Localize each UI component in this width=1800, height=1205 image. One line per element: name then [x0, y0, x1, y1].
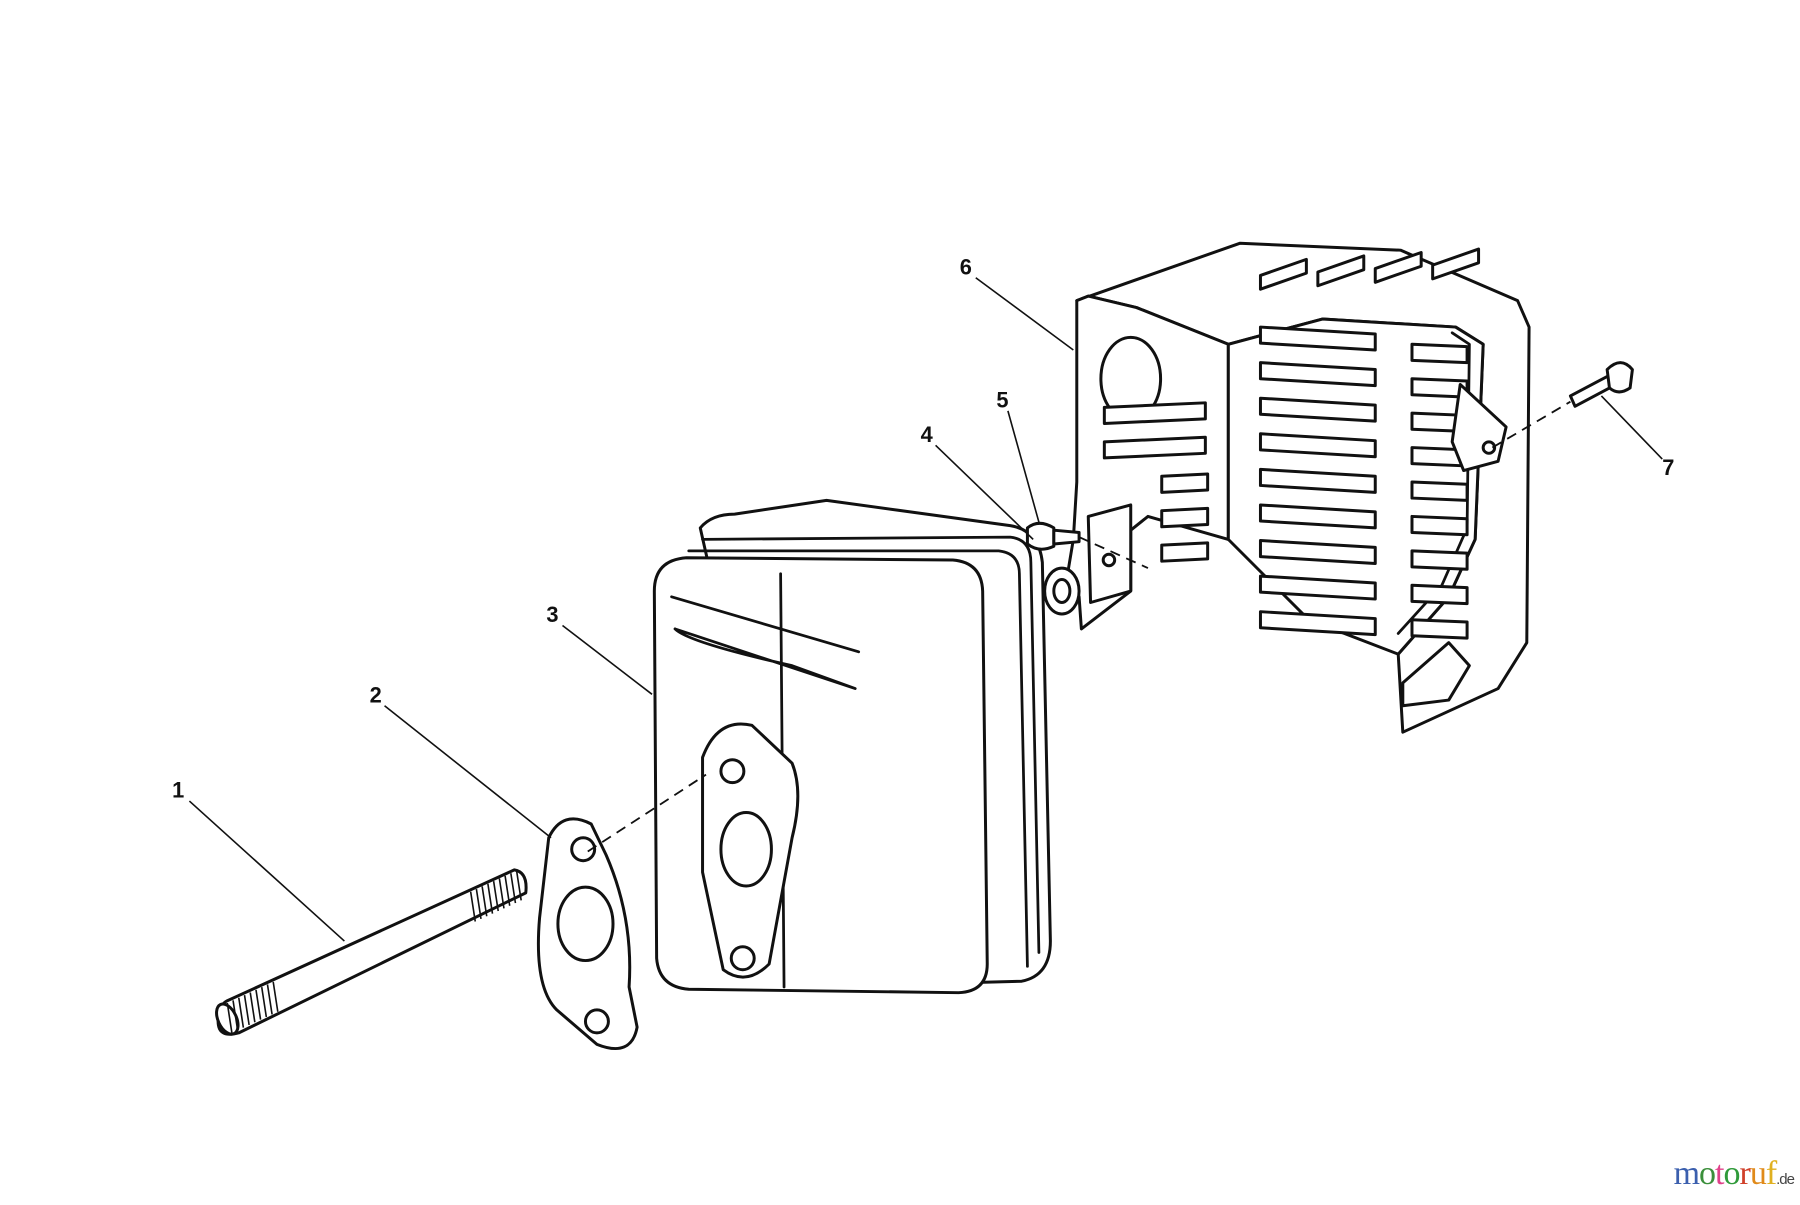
- vent-slot: [1102, 401, 1207, 425]
- vent-slot: [1258, 396, 1377, 423]
- watermark-letter: o: [1723, 1155, 1740, 1192]
- vent-slot: [1102, 435, 1207, 460]
- thread-mark: [469, 891, 477, 922]
- callout-3: 3: [546, 602, 558, 627]
- thread-mark: [255, 989, 262, 1020]
- part-1-stud: [215, 868, 528, 1036]
- watermark-letter: t: [1715, 1155, 1725, 1192]
- thread-mark: [249, 992, 256, 1023]
- vent-slot: [1258, 503, 1377, 530]
- alignment-line-gasket: [587, 773, 707, 853]
- part-3-muffler: [652, 498, 1052, 995]
- vent-slot: [1431, 247, 1481, 281]
- watermark-letter: r: [1739, 1155, 1750, 1192]
- part-7-screw: [1568, 361, 1634, 408]
- vent-slot: [1316, 254, 1366, 288]
- vent-slot: [1410, 342, 1469, 365]
- thread-mark: [504, 875, 511, 906]
- vent-slot: [1258, 467, 1377, 494]
- thread-mark: [232, 1000, 239, 1031]
- alignment-line-guard-left: [1078, 536, 1149, 569]
- vent-slot: [1258, 325, 1377, 352]
- vent-slot: [1410, 514, 1469, 537]
- vent-slot: [1410, 480, 1469, 502]
- thread-mark: [266, 984, 273, 1015]
- watermark-letter: o: [1699, 1155, 1716, 1192]
- vent-slot: [1258, 610, 1377, 637]
- callout-1: 1: [172, 778, 184, 803]
- thread-mark: [481, 886, 488, 917]
- thread-mark: [510, 873, 517, 904]
- vent-slot: [1410, 618, 1469, 640]
- watermark-letter: m: [1673, 1155, 1700, 1192]
- callout-4: 4: [921, 422, 933, 447]
- watermark-letter: u: [1749, 1155, 1767, 1192]
- vent-slot: [1258, 432, 1377, 459]
- vent-slot: [1258, 257, 1308, 291]
- thread-mark: [487, 883, 494, 914]
- callout-7: 7: [1662, 455, 1674, 480]
- vent-slot: [1258, 361, 1377, 388]
- callout-5: 5: [996, 387, 1008, 412]
- watermark-letter: f: [1765, 1155, 1777, 1192]
- vent-slot: [1160, 541, 1210, 563]
- vent-slot: [1410, 549, 1469, 571]
- part-2-gasket: [536, 817, 639, 1050]
- vent-slot: [1160, 472, 1210, 494]
- part-4-lock-washer: [1043, 566, 1081, 616]
- vent-slot: [1258, 574, 1377, 601]
- part-6-muffler-guard: [1066, 241, 1531, 734]
- thread-mark: [237, 997, 245, 1028]
- thread-mark: [226, 1002, 233, 1033]
- callout-6: 6: [960, 254, 972, 279]
- thread-mark: [272, 981, 279, 1012]
- thread-mark: [515, 870, 522, 901]
- vent-slot: [1373, 250, 1423, 284]
- thread-mark: [243, 994, 250, 1026]
- callout-2: 2: [370, 682, 382, 707]
- alignment-line-guard-right: [1491, 400, 1571, 449]
- vent-slot: [1160, 506, 1210, 529]
- watermark-logo: motoruf.de: [1673, 1155, 1795, 1193]
- vent-slot: [1258, 539, 1377, 565]
- leader-lines: [188, 277, 1663, 942]
- thread-mark: [492, 881, 500, 912]
- thread-mark: [498, 878, 505, 909]
- part-5-screw: [1025, 521, 1081, 551]
- watermark-suffix: .de: [1776, 1171, 1795, 1188]
- thread-mark: [260, 987, 268, 1018]
- vent-slot: [1410, 583, 1469, 606]
- thread-mark: [475, 888, 482, 920]
